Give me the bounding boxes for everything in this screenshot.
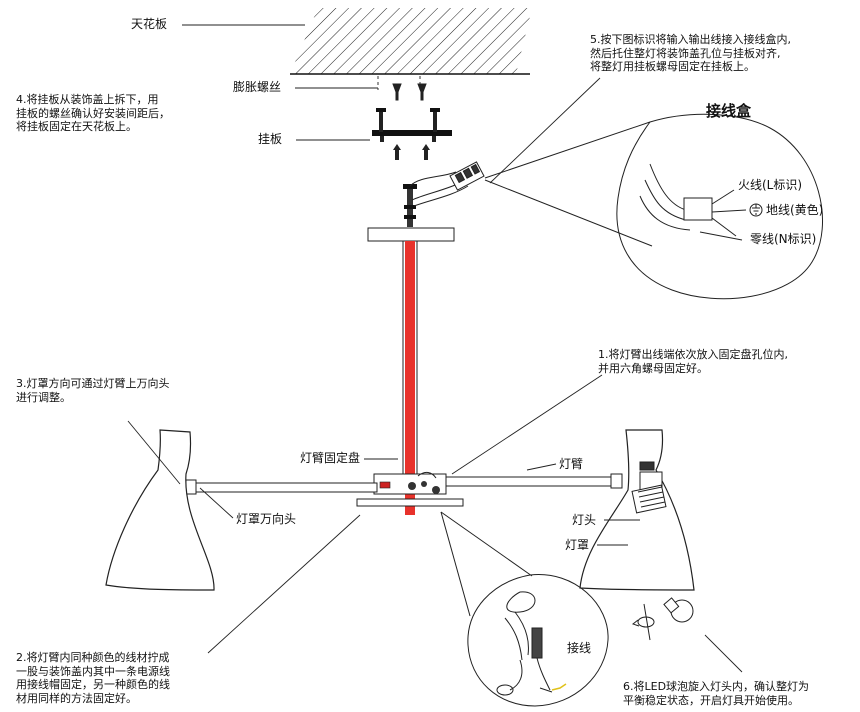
step-3: 3.灯罩方向可通过灯臂上万向头 进行调整。 [16,377,170,404]
step-6-line-1: 6.将LED球泡旋入灯头内，确认整灯为 [623,680,810,693]
label-expansion-screw: 膨胀螺丝 [233,80,282,94]
led-bulb [663,597,694,623]
step-3-line-2: 进行调整。 [16,390,71,404]
left-arm [185,479,378,495]
step-4-line-2: 挂板的螺丝确认好安装间距后， [16,106,170,120]
step-5-line-1: 5.按下图标识将输入输出线接入接线盒内, [590,33,791,46]
label-ceiling: 天花板 [131,17,168,31]
label-neutral-wire: 零线(N标识) [750,232,817,246]
hanger-rod [403,184,417,227]
junction-box-small [449,161,485,191]
right-arm [445,473,623,489]
label-live-wire: 火线(L标识) [738,178,803,192]
label-arm-fixing-plate: 灯臂固定盘 [300,451,361,465]
expansion-screws [392,83,427,101]
step-2-line-4: 材用同样的方法固定好。 [16,691,137,705]
step-2-line-1: 2.将灯臂内同种颜色的线材拧成 [16,651,170,664]
step-2-line-3: 用接线帽固定，另一种颜色的线 [16,678,170,691]
canopy [367,227,455,242]
step-2: 2.将灯臂内同种颜色的线材拧成 一股与装饰盖内其中一条电源线 用接线帽固定，另一… [16,651,170,705]
wiring-callout [440,511,609,707]
right-lamp-socket [631,461,667,514]
ceiling [290,8,532,75]
left-shade [105,429,215,591]
leader-lines [127,24,743,673]
label-lamp-arm: 灯臂 [559,457,584,471]
junction-box-callout [484,113,823,300]
label-ground-wire: 地线(黄色) [766,203,824,217]
hanging-plate [372,108,452,160]
step-5: 5.按下图标识将输入输出线接入接线盒内, 然后托住整灯将装饰盖孔位与挂板对齐, … [590,33,791,74]
step-1-line-1: 1.将灯臂出线端依次放入固定盘孔位内, [598,348,788,361]
label-lamp-head: 灯头 [572,513,597,527]
step-1: 1.将灯臂出线端依次放入固定盘孔位内, 并用六角螺母固定好。 [598,348,788,375]
label-shade-swivel: 灯罩万向头 [236,512,297,526]
ceiling-holes [377,76,421,90]
label-junction-box: 接线盒 [706,102,752,120]
step-6: 6.将LED球泡旋入灯头内，确认整灯为 平衡稳定状态，开启灯具开始使用。 [623,680,809,707]
step-4-line-1: 4.将挂板从装饰盖上拆下，用 [16,93,159,106]
label-lamp-shade: 灯罩 [565,538,590,552]
step-3-line-1: 3.灯罩方向可通过灯臂上万向头 [16,377,170,390]
step-1-line-2: 并用六角螺母固定好。 [598,361,708,375]
step-4-line-3: 将挂板固定在天花板上。 [16,120,137,133]
label-wiring: 接线 [567,641,592,655]
step-4: 4.将挂板从装饰盖上拆下，用 挂板的螺丝确认好安装间距后， 将挂板固定在天花板上… [16,93,170,134]
rotation-arrow [631,603,655,641]
step-2-line-2: 一股与装饰盖内其中一条电源线 [16,664,170,678]
step-6-line-2: 平衡稳定状态，开启灯具开始使用。 [623,693,799,707]
step-5-line-3: 将整灯用挂板螺母固定在挂板上。 [590,60,755,73]
label-hanging-plate: 挂板 [258,132,283,146]
step-5-line-2: 然后托住整灯将装饰盖孔位与挂板对齐, [590,46,781,60]
